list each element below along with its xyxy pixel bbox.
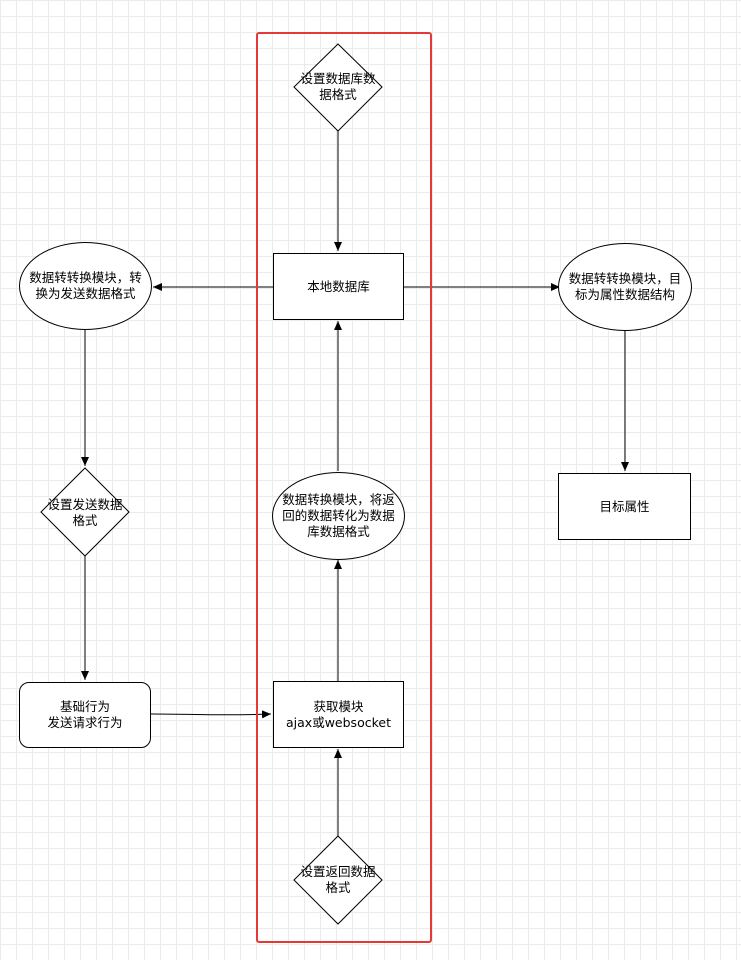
convert-to-send-text: 数据转转换模块，转 换为发送数据格式 (29, 270, 142, 301)
diamond-set-return-format-label: 设置返回数据 格式 (288, 857, 388, 903)
convert-return-text: 数据转换模块，将返 回的数据转化为数据 库数据格式 (282, 492, 395, 539)
convert-to-send-node[interactable]: 数据转转换模块，转 换为发送数据格式 (19, 242, 152, 330)
local-db-text: 本地数据库 (307, 278, 370, 294)
diamond-set-return-format-shape[interactable] (293, 835, 383, 925)
basic-behavior-node[interactable]: 基础行为 发送请求行为 (19, 682, 151, 748)
diamond-set-send-format-label: 设置发送数据 格式 (35, 490, 135, 536)
fetch-module-node[interactable]: 获取模块 ajax或websocket (273, 681, 404, 748)
convert-return-node[interactable]: 数据转换模块，将返 回的数据转化为数据 库数据格式 (272, 472, 405, 560)
set-send-format-text: 设置发送数据 格式 (47, 497, 123, 528)
set-db-format-text: 设置数据库数 据格式 (300, 71, 376, 102)
convert-to-target-text: 数据转转换模块，目 标为属性数据结构 (568, 271, 682, 302)
highlight-frame (256, 32, 432, 943)
edge-basic-behavior-to-fetch-module (150, 710, 272, 719)
target-attr-node[interactable]: 目标属性 (558, 473, 691, 540)
diamond-set-db-format-label: 设置数据库数 据格式 (288, 64, 388, 110)
set-return-format-text: 设置返回数据 格式 (300, 864, 376, 895)
basic-behavior-text: 基础行为 发送请求行为 (47, 699, 123, 730)
target-attr-text: 目标属性 (599, 498, 650, 514)
local-db-node[interactable]: 本地数据库 (273, 253, 404, 320)
fetch-module-text: 获取模块 ajax或websocket (286, 698, 391, 730)
convert-to-target-node[interactable]: 数据转转换模块，目 标为属性数据结构 (558, 243, 692, 331)
